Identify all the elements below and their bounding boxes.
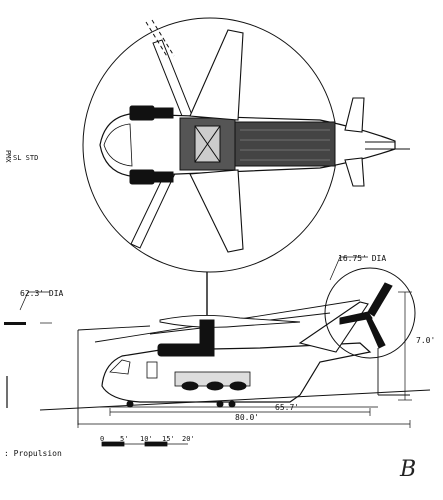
scale-tick-20: 20' <box>182 435 195 443</box>
tail-boom-side <box>298 301 369 353</box>
scale-tick-15: 15' <box>162 435 175 443</box>
tail-rotor-blades <box>339 282 393 349</box>
corner-mark: B <box>399 457 416 482</box>
tail-plan <box>344 97 410 187</box>
scale-bar <box>101 441 188 447</box>
left-margin-marks: PMX SL STD : Propulsion <box>4 150 62 458</box>
tail-rotor-dia-label: 16.75' DIA <box>338 254 386 263</box>
fuselage-pods-side <box>181 381 247 391</box>
fuselage-detail-plan <box>179 117 336 171</box>
plan-view <box>82 17 410 273</box>
propulsion-label: : Propulsion <box>4 449 62 458</box>
cabin-door-side <box>146 361 158 379</box>
scale-tick-5: 5' <box>120 435 128 443</box>
main-rotor-dia-label: 62.3' DIA <box>20 289 64 298</box>
rotor-blades-side <box>94 299 361 343</box>
wings-plan <box>189 29 244 253</box>
scale-tick-10: 10' <box>140 435 153 443</box>
fuselage-length-label: 65.7' <box>275 403 299 412</box>
height-label: 7.0' <box>416 336 435 345</box>
cockpit-window-side <box>109 359 131 375</box>
side-view <box>39 267 431 425</box>
rotor-hub-side <box>199 319 215 357</box>
scale-ticks: 0 5' 10' 15' 20' <box>100 435 195 443</box>
sl-std-label: SL STD <box>13 154 38 162</box>
vertical-marks: PMX <box>4 150 12 163</box>
side-outline-box <box>77 325 410 425</box>
margin-arrow <box>4 322 26 325</box>
scale-tick-0: 0 <box>100 435 104 443</box>
dimension-lines <box>19 256 412 428</box>
overall-length-label: 80.0' <box>235 413 259 422</box>
engine-nacelles-plan <box>129 105 174 185</box>
cockpit-plan <box>103 123 133 167</box>
tail-rotor-disc <box>324 267 416 359</box>
